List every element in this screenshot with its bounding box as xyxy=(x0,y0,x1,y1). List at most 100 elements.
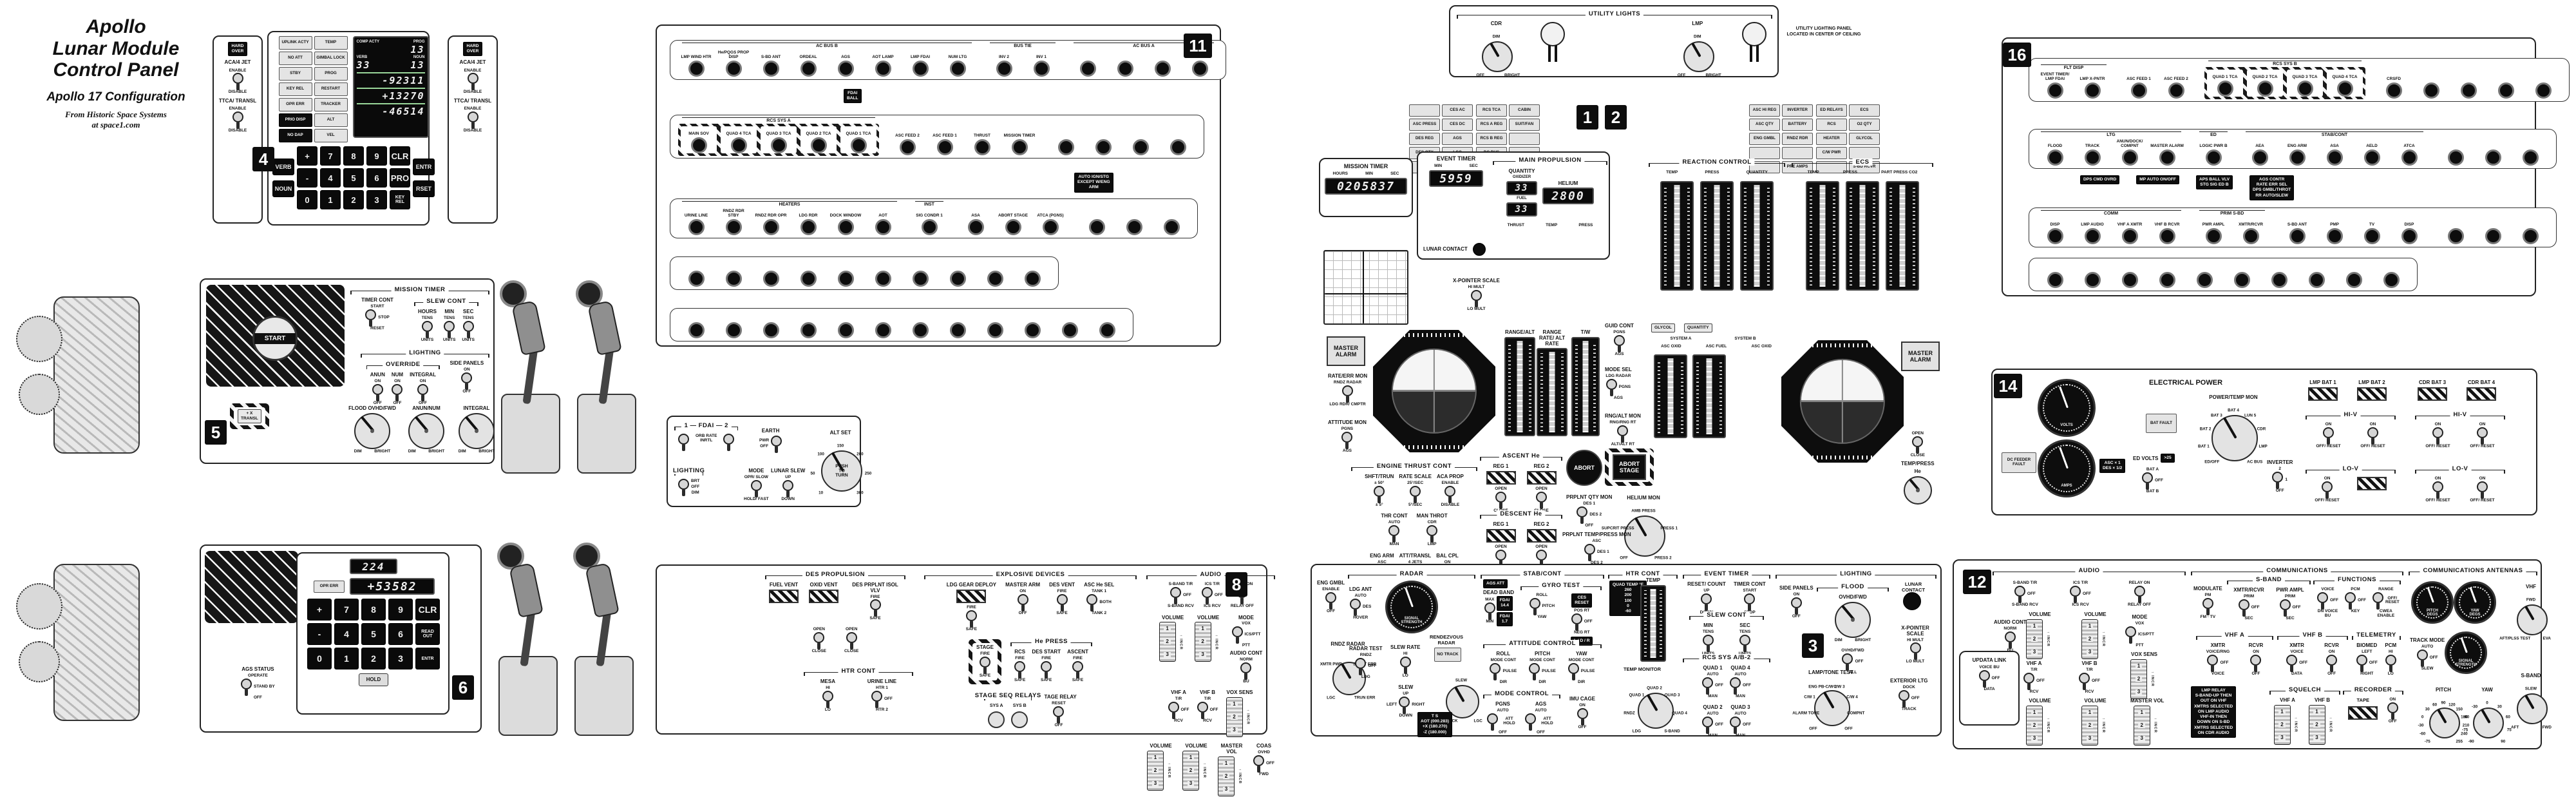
aeld-breaker-button[interactable] xyxy=(2363,149,2380,166)
key-noun[interactable]: NOUN xyxy=(272,180,294,197)
key-key-rel[interactable]: KEY REL xyxy=(390,190,410,209)
lmp-x-pntr-breaker-button[interactable] xyxy=(2084,82,2101,99)
aot-breaker-button[interactable] xyxy=(875,219,891,235)
cdr-bat3-hi-v-switch[interactable] xyxy=(2432,427,2443,445)
breaker-breaker-button[interactable] xyxy=(1057,139,1074,155)
des-he-reg1-switch[interactable] xyxy=(1495,549,1506,567)
main-sov-breaker-button[interactable] xyxy=(690,137,707,153)
breaker-breaker-button[interactable] xyxy=(1079,61,1096,77)
disp-breaker-button[interactable] xyxy=(2401,228,2418,244)
slew-rate-switch[interactable] xyxy=(1399,656,1411,674)
xmtr-switch[interactable] xyxy=(2286,654,2298,672)
pitch-knob[interactable] xyxy=(2429,708,2460,738)
quad-3-tca-breaker-button[interactable] xyxy=(2297,81,2313,97)
ovhd-fwd-knob[interactable] xyxy=(1835,601,1871,638)
breaker-breaker-button[interactable] xyxy=(2460,82,2477,99)
min-switch[interactable] xyxy=(444,320,455,338)
breaker-breaker-button[interactable] xyxy=(2047,272,2063,288)
key-4[interactable]: 4 xyxy=(334,623,359,645)
quad-2-tca-breaker-button[interactable] xyxy=(2257,81,2273,97)
mode-switch[interactable] xyxy=(1231,626,1243,644)
key-verb[interactable]: VERB xyxy=(272,159,294,175)
alt-set-knob[interactable]: PUSH TO TURN xyxy=(821,450,862,492)
man-throt-switch[interactable] xyxy=(1426,525,1438,543)
asc-feed-2-breaker-button[interactable] xyxy=(899,139,916,155)
breaker-breaker-button[interactable] xyxy=(2233,272,2250,288)
key-item[interactable]: - xyxy=(307,623,332,645)
integral-switch[interactable] xyxy=(417,383,429,401)
breaker-breaker-button[interactable] xyxy=(2383,272,2400,288)
key-8[interactable]: 8 xyxy=(343,146,364,166)
quad-2-switch[interactable] xyxy=(1702,717,1713,735)
key-4[interactable]: 4 xyxy=(320,168,341,188)
key-item[interactable]: + xyxy=(297,146,317,166)
urine-line-switch[interactable] xyxy=(871,690,882,708)
quad-4-tca-breaker-button[interactable] xyxy=(2336,81,2353,97)
breaker-breaker-button[interactable] xyxy=(2485,149,2501,166)
yaw-switch[interactable] xyxy=(1567,662,1579,680)
recorder-power-switch[interactable] xyxy=(2387,702,2398,720)
breaker-breaker-button[interactable] xyxy=(2447,228,2464,244)
controller-grip-handle[interactable] xyxy=(585,562,620,619)
audio-cont-switch[interactable] xyxy=(1240,662,1252,680)
breaker-breaker-button[interactable] xyxy=(725,271,742,287)
breaker-breaker-button[interactable] xyxy=(1088,219,1105,235)
vhf-a-switch[interactable] xyxy=(1168,702,1179,720)
breaker-breaker-button[interactable] xyxy=(2271,272,2287,288)
disp-breaker-button[interactable] xyxy=(2047,228,2063,244)
anun-switch[interactable] xyxy=(372,383,383,401)
quad-1-switch[interactable] xyxy=(1702,677,1713,695)
quad-4-tca-breaker-button[interactable] xyxy=(730,137,747,153)
rcvr-switch[interactable] xyxy=(2326,654,2338,672)
key-item[interactable]: - xyxy=(297,168,317,188)
eng-arm-breaker-button[interactable] xyxy=(2289,149,2306,166)
vhf-a-switch[interactable] xyxy=(2023,672,2034,690)
ags-status-switch[interactable] xyxy=(241,678,252,696)
breaker-breaker-button[interactable] xyxy=(1163,219,1180,235)
key-3[interactable]: 3 xyxy=(388,648,413,669)
pwr-ampl-breaker-button[interactable] xyxy=(2205,228,2222,244)
key-7[interactable]: 7 xyxy=(320,146,341,166)
breaker-breaker-button[interactable] xyxy=(949,322,966,338)
breaker-breaker-button[interactable] xyxy=(2159,272,2175,288)
sys-a[interactable] xyxy=(988,711,1005,728)
fdai-2-switch[interactable] xyxy=(723,434,735,451)
roll-switch[interactable] xyxy=(1490,662,1501,680)
timer-cont-switch[interactable] xyxy=(1744,593,1756,611)
shft-trun-switch[interactable] xyxy=(1374,485,1385,503)
hours-switch[interactable] xyxy=(421,320,433,338)
prplnt-qty-mon-switch[interactable] xyxy=(1577,506,1588,524)
ascent-switch[interactable] xyxy=(1072,661,1084,679)
s-bd-ant-breaker-button[interactable] xyxy=(2289,228,2306,244)
lmp-bat2-hi-v-switch[interactable] xyxy=(2367,427,2378,445)
key-entr[interactable]: ENTR xyxy=(413,159,435,175)
thr-cont-switch[interactable] xyxy=(1388,525,1400,543)
x-pointer-scale-switch[interactable] xyxy=(1909,642,1921,660)
rcvr-switch[interactable] xyxy=(2250,654,2262,672)
event-timer-lmp-fdai-breaker-button[interactable] xyxy=(2047,82,2063,99)
lmp-wind-htr-breaker-button[interactable] xyxy=(688,61,705,77)
quad-3-tca-breaker-button[interactable] xyxy=(770,137,787,153)
des-prplnt-isol-vlv-switch[interactable] xyxy=(869,599,881,617)
asc-feed-2-breaker-button[interactable] xyxy=(2168,82,2184,99)
breaker-breaker-button[interactable] xyxy=(2447,149,2464,166)
flood-select-switch[interactable] xyxy=(1842,653,1853,671)
atca-pgns-breaker-button[interactable] xyxy=(1042,219,1059,235)
sig-condr-1-breaker-button[interactable] xyxy=(921,219,938,235)
key-2[interactable]: 2 xyxy=(361,648,386,669)
asc-he-sel-switch[interactable] xyxy=(1086,593,1098,611)
key-read-out[interactable]: READ OUT xyxy=(415,623,440,645)
pmp-breaker-button[interactable] xyxy=(2326,228,2343,244)
quad-4-switch[interactable] xyxy=(1730,677,1741,695)
ldg-rdr-breaker-button[interactable] xyxy=(800,219,817,235)
key-rset[interactable]: RSET xyxy=(413,180,435,197)
eng-gmbl-switch[interactable] xyxy=(1325,592,1337,610)
lmp-bat1-hi-v-switch[interactable] xyxy=(2323,427,2334,445)
modulate-switch[interactable] xyxy=(2202,597,2213,615)
breaker-breaker-button[interactable] xyxy=(1132,139,1149,155)
breaker-breaker-button[interactable] xyxy=(1154,61,1171,77)
crsfd-breaker-button[interactable] xyxy=(2385,82,2402,99)
